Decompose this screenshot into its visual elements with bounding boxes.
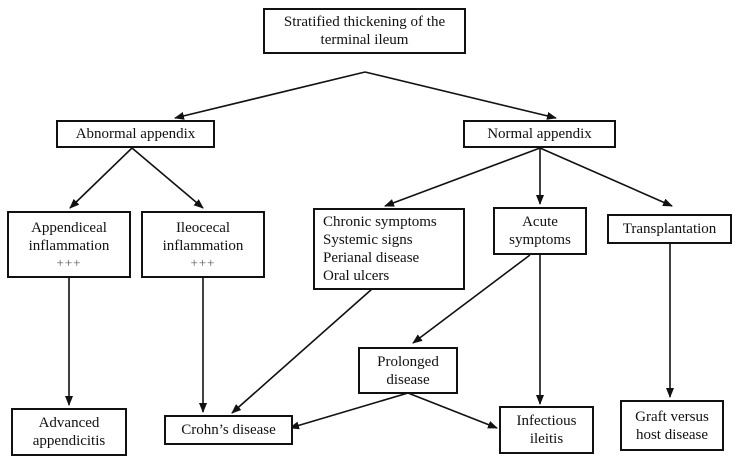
node-normal-line-1: Normal appendix: [487, 126, 592, 142]
node-prolonged-disease: Prolonged disease: [358, 347, 458, 394]
node-advanced-appendicitis: Advanced appendicitis: [11, 408, 127, 456]
node-infectious-line-1: Infectious: [516, 413, 577, 429]
node-appendiceal-line-1: Appendiceal: [31, 220, 107, 236]
node-normal-appendix: Normal appendix: [463, 120, 616, 148]
node-crohns-line-1: Crohn’s disease: [181, 422, 276, 438]
node-ileocecal-line-2: inflammation: [162, 238, 244, 254]
arrow-normal-to-chronic: [384, 147, 541, 207]
node-root-line-1: Stratified thickening of the: [283, 14, 446, 30]
node-chronic-line-1: Chronic symptoms: [323, 214, 437, 230]
node-graft-line-1: Graft versus: [635, 408, 709, 425]
node-acute-line-1: Acute: [522, 214, 558, 230]
node-advanced-line-1: Advanced: [38, 415, 100, 431]
node-infectious-ileitis: Infectious ileitis: [499, 406, 594, 454]
node-advanced-line-2: appendicitis: [32, 433, 106, 449]
node-graft-line-2: host disease: [635, 426, 709, 443]
node-chronic-line-3: Perianal disease: [323, 250, 420, 266]
node-abnormal-line-1: Abnormal appendix: [75, 126, 196, 142]
node-prolonged-line-1: Prolonged: [377, 353, 439, 370]
arrow-prolonged-to-crohns: [289, 392, 409, 430]
arrow-chronic-to-crohns: [231, 288, 373, 414]
arrow-prolonged-to-infectious: [407, 392, 498, 429]
node-appendiceal-line-2: inflammation: [28, 238, 110, 254]
node-root-line-2: terminal ileum: [320, 32, 409, 48]
node-chronic-line-4: Oral ulcers: [323, 268, 390, 284]
node-chronic-symptoms: Chronic symptoms Systemic signs Perianal…: [313, 208, 465, 290]
node-ileocecal-inflammation: Ileocecal inflammation +++: [141, 211, 265, 278]
node-appendiceal-inflammation: Appendiceal inflammation +++: [7, 211, 131, 278]
severity-marker: +++: [56, 255, 82, 270]
node-abnormal-appendix: Abnormal appendix: [56, 120, 215, 148]
node-acute-line-2: symptoms: [509, 232, 571, 248]
node-crohns-disease: Crohn’s disease: [164, 415, 293, 445]
node-infectious-line-2: ileitis: [529, 431, 564, 447]
node-transplantation: Transplantation: [607, 214, 732, 244]
node-prolonged-line-2: disease: [386, 371, 430, 388]
arrow-root-to-normal: [364, 71, 557, 120]
node-root: Stratified thickening of the terminal il…: [263, 8, 466, 54]
node-graft-versus-host: Graft versus host disease: [620, 400, 724, 451]
severity-marker: +++: [190, 255, 216, 270]
node-acute-symptoms: Acute symptoms: [493, 207, 587, 255]
arrow-abnormal-to-appendiceal: [69, 147, 133, 209]
arrow-abnormal-to-ileocecal: [131, 147, 204, 209]
node-ileocecal-line-1: Ileocecal: [175, 220, 231, 236]
arrow-acute-to-prolonged: [412, 254, 531, 344]
node-transplant-line-1: Transplantation: [622, 221, 717, 237]
arrow-root-to-abnormal: [174, 71, 366, 120]
node-chronic-line-2: Systemic signs: [323, 232, 413, 248]
arrow-normal-to-transplant: [539, 147, 673, 207]
